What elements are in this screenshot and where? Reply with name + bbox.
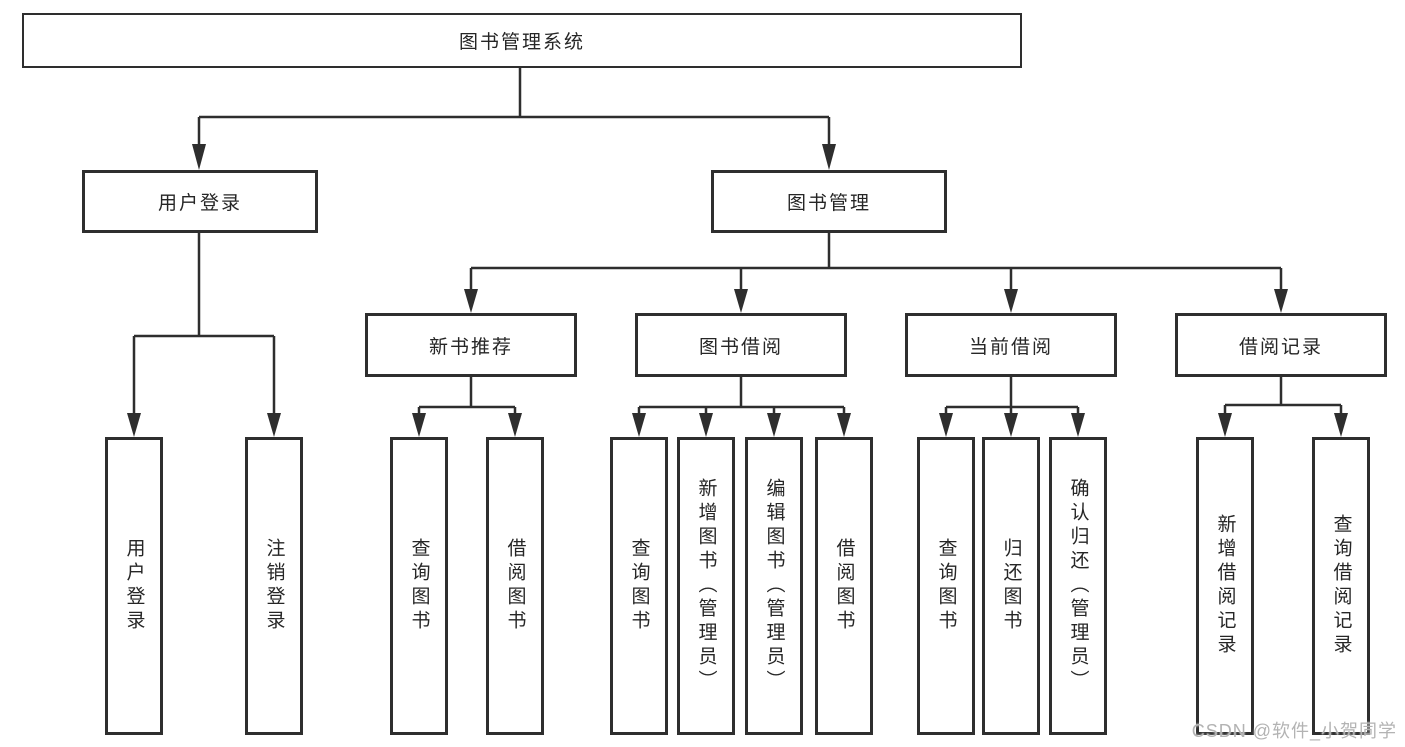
node-leaf-borrow-books-recommend-label: 借阅图书 [504, 538, 526, 634]
node-leaf-query-books-current: 查询图书 [917, 437, 975, 735]
node-leaf-borrow-books-recommend: 借阅图书 [486, 437, 544, 735]
node-leaf-query-books-recommend: 查询图书 [390, 437, 448, 735]
node-leaf-query-books-borrow: 查询图书 [610, 437, 668, 735]
node-leaf-add-borrow-record: 新增借阅记录 [1196, 437, 1254, 735]
node-leaf-add-books-admin-label: 新增图书（管理员） [695, 478, 717, 694]
node-new-book-recommend: 新书推荐 [365, 313, 577, 377]
node-leaf-add-books-admin: 新增图书（管理员） [677, 437, 735, 735]
node-leaf-user-login-label: 用户登录 [123, 538, 145, 634]
node-leaf-user-login: 用户登录 [105, 437, 163, 735]
node-book-management-label: 图书管理 [786, 193, 871, 214]
node-leaf-edit-books-admin-label: 编辑图书（管理员） [763, 478, 785, 694]
node-borrow-record: 借阅记录 [1175, 313, 1387, 377]
node-leaf-confirm-return-admin: 确认归还（管理员） [1049, 437, 1107, 735]
node-leaf-borrow-books-borrow-label: 借阅图书 [833, 538, 855, 634]
node-leaf-query-books-current-label: 查询图书 [935, 538, 957, 634]
node-leaf-return-books-label: 归还图书 [1000, 538, 1022, 634]
node-root: 图书管理系统 [22, 13, 1022, 68]
node-leaf-query-borrow-record-label: 查询借阅记录 [1330, 514, 1352, 658]
node-borrow-record-label: 借阅记录 [1238, 336, 1323, 358]
node-current-borrow-label: 当前借阅 [968, 336, 1053, 358]
node-root-label: 图书管理系统 [458, 32, 585, 53]
node-leaf-confirm-return-admin-label: 确认归还（管理员） [1067, 478, 1089, 694]
node-leaf-borrow-books-borrow: 借阅图书 [815, 437, 873, 735]
node-new-book-recommend-label: 新书推荐 [428, 336, 513, 358]
node-book-management: 图书管理 [711, 170, 947, 233]
node-leaf-logout-label: 注销登录 [263, 538, 285, 634]
node-leaf-add-borrow-record-label: 新增借阅记录 [1214, 514, 1236, 658]
node-user-login-label: 用户登录 [157, 193, 242, 214]
node-current-borrow: 当前借阅 [905, 313, 1117, 377]
node-book-borrow-label: 图书借阅 [698, 336, 783, 358]
node-user-login: 用户登录 [82, 170, 318, 233]
node-leaf-edit-books-admin: 编辑图书（管理员） [745, 437, 803, 735]
node-leaf-return-books: 归还图书 [982, 437, 1040, 735]
node-leaf-logout: 注销登录 [245, 437, 303, 735]
node-book-borrow: 图书借阅 [635, 313, 847, 377]
node-leaf-query-books-recommend-label: 查询图书 [408, 538, 430, 634]
watermark: CSDN @软件_小贺同学 [1191, 721, 1397, 741]
node-leaf-query-borrow-record: 查询借阅记录 [1312, 437, 1370, 735]
node-leaf-query-books-borrow-label: 查询图书 [628, 538, 650, 634]
